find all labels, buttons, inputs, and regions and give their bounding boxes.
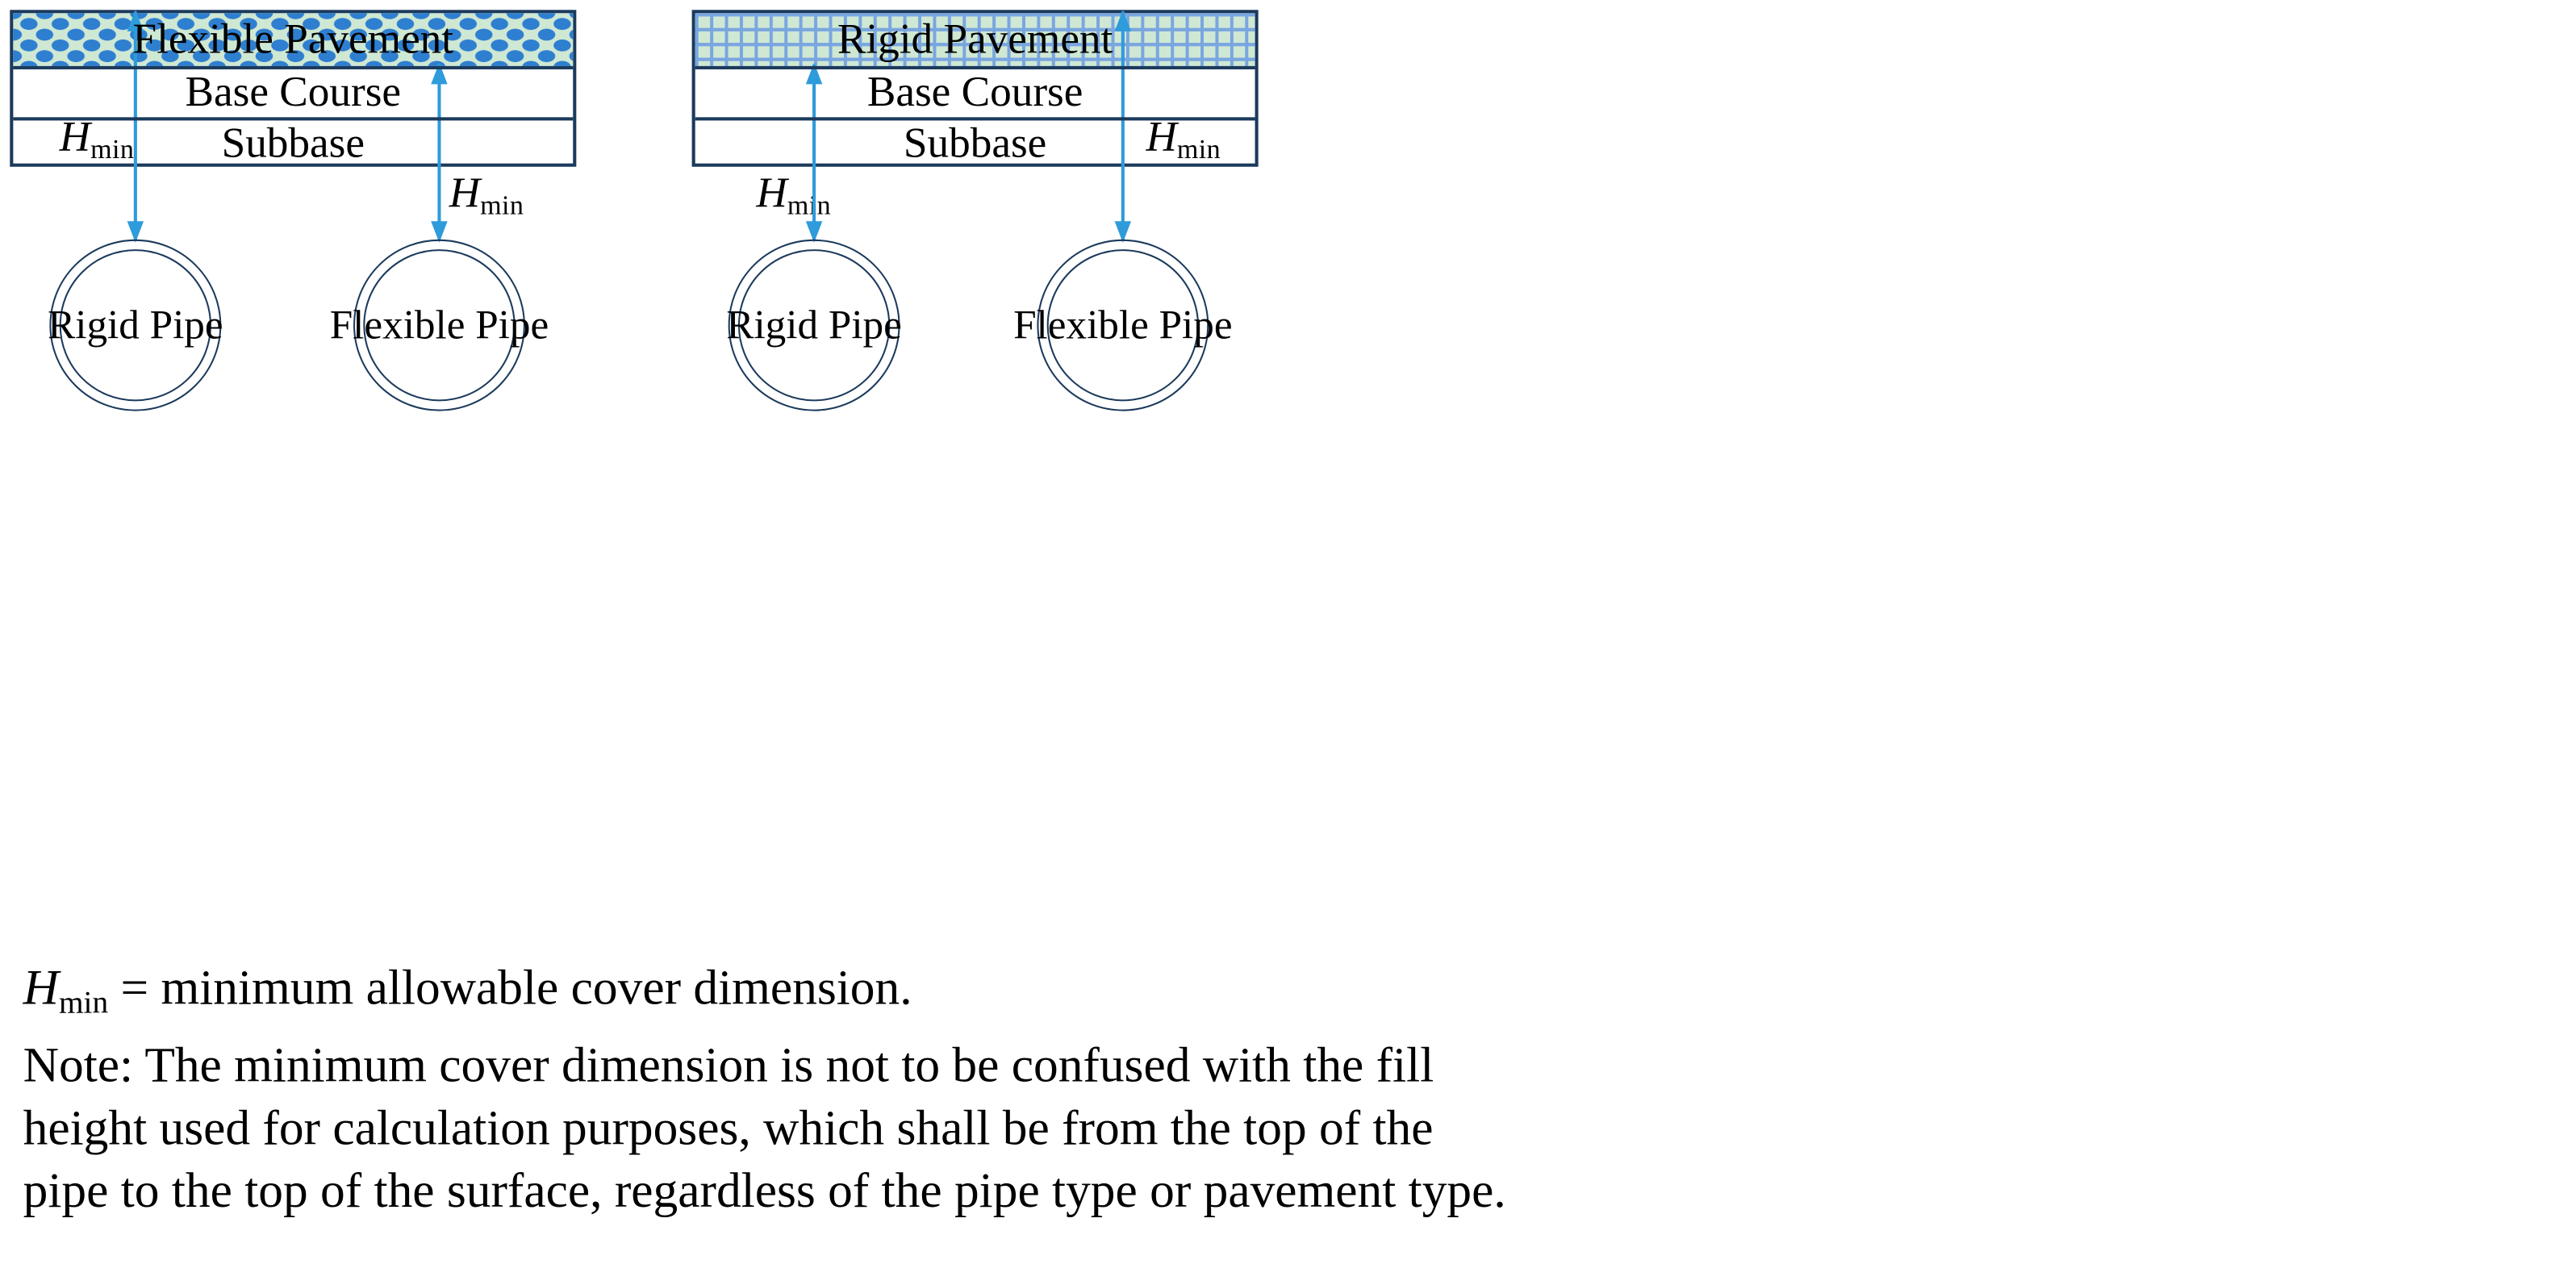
arrow-head-down-icon [804,221,822,243]
flexible-pavement-layer: Flexible Pavement [13,13,574,66]
hmin-legend-symbol: H [23,961,60,1016]
arrow-head-down-icon [126,221,144,243]
flexible-pipe-right: Flexible Pipe [1013,239,1233,411]
hmin-legend-subscript: min [59,986,109,1021]
flexible-pipe-left-label: Flexible Pipe [329,302,549,348]
flexible-pipe-left-inner: Flexible Pipe [330,249,549,402]
subbase-layer-left: Subbase [13,117,573,169]
flexible-pipe-left: Flexible Pipe [330,239,549,411]
pavement-base-divider-right [695,65,1255,69]
base-course-layer-left: Base Course [13,66,573,117]
flexible-pavement-section: Flexible Pavement Base Course Subbase [10,10,577,169]
hmin-symbol: H [449,168,481,217]
flexible-pipe-right-inner: Flexible Pipe [1013,249,1233,402]
hmin-label-left-rigid: Hmin [60,115,135,164]
rigid-pavement-label: Rigid Pavement [837,15,1113,63]
hmin-label-right-rigid: Hmin [756,168,832,221]
note-line-2: height used for calculation purposes, wh… [23,1101,1434,1157]
arrow-shaft [812,64,816,241]
arrow-head-up-icon [126,10,144,31]
hmin-legend-text: = minimum allowable cover dimension. [108,961,912,1016]
arrow-shaft [1121,11,1125,241]
rigid-pavement-section: Rigid Pavement Base Course Subbase [691,10,1259,169]
hmin-label-left-flexible: Hmin [449,168,524,221]
hmin-subscript: min [90,133,135,165]
hmin-label-right-flexible: Hmin [1146,115,1221,164]
flexible-pavement-label: Flexible Pavement [132,15,454,63]
arrow-shaft [133,11,137,241]
note-line-3: pipe to the top of the surface, regardle… [23,1164,1506,1220]
arrow-head-up-icon [1113,10,1131,31]
notes-block: Hmin = minimum allowable cover dimension… [23,957,2005,1224]
flexible-pipe-right-label: Flexible Pipe [1013,302,1233,348]
rigid-pipe-right: Rigid Pipe [726,239,902,411]
base-course-label-left: Base Course [185,66,402,115]
arrow-shaft [437,64,441,241]
note-line-1: Note: The minimum cover dimension is not… [23,1039,1434,1094]
arrow-head-down-icon [430,221,447,243]
arrow-head-down-icon [1113,221,1131,243]
base-course-label-right: Base Course [866,66,1083,115]
base-course-layer-right: Base Course [695,66,1255,117]
hmin-subscript: min [787,189,832,221]
pavement-base-divider [13,65,574,69]
rigid-pavement-layer: Rigid Pavement [695,13,1255,66]
subbase-label-left: Subbase [221,119,365,167]
hmin-subscript: min [1176,133,1221,165]
hmin-symbol: H [1146,112,1177,161]
rigid-pipe-left: Rigid Pipe [48,239,223,411]
rigid-pipe-right-label: Rigid Pipe [726,302,902,348]
hmin-symbol: H [59,112,91,161]
base-subbase-divider [13,117,574,121]
subbase-label-right: Subbase [903,119,1047,167]
rigid-pipe-left-label: Rigid Pipe [48,302,223,348]
hmin-legend-line: Hmin = minimum allowable cover dimension… [23,957,2005,1036]
rigid-pipe-right-inner: Rigid Pipe [726,249,902,402]
subbase-layer-right: Subbase [695,117,1255,169]
hmin-symbol: H [756,168,787,217]
rigid-pipe-left-inner: Rigid Pipe [48,249,223,402]
hmin-subscript: min [480,189,524,221]
base-subbase-divider-right [695,117,1255,121]
